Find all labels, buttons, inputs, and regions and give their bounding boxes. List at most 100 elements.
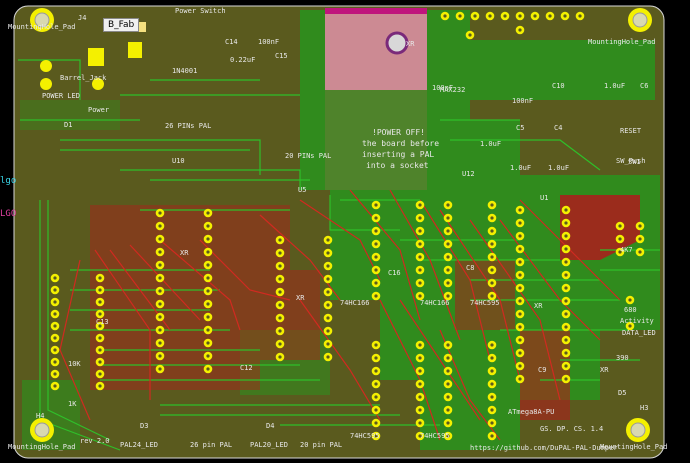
dip-pad-hole [564, 234, 568, 238]
label-u1: U1 [540, 194, 548, 202]
dip-pad-hole [418, 408, 422, 412]
dip-pad-hole [206, 328, 210, 332]
label-100nf-c: 100nF [258, 38, 279, 46]
dip-pad-hole [446, 382, 450, 386]
label-hc595-b: 74HC595 [420, 432, 450, 440]
dip-pad-hole [490, 421, 494, 425]
dip-pad-hole [158, 224, 162, 228]
label-mountinghole-tl: MountingHole_Pad [8, 23, 75, 31]
label-sw1: SW1 [628, 158, 641, 166]
label-d5: D5 [618, 389, 626, 397]
label-d1: D1 [64, 121, 72, 129]
dip-pad-hole [563, 14, 567, 18]
keepout-area [325, 8, 427, 90]
label-xr-a: XR [180, 249, 189, 257]
label-4k7: 4K7 [620, 246, 633, 254]
label-reset: RESET [620, 127, 642, 135]
dip-pad-hole [206, 250, 210, 254]
dip-pad-hole [158, 276, 162, 280]
dip-pad-hole [518, 273, 522, 277]
dip-pad-hole [374, 229, 378, 233]
dip-pad-hole [443, 14, 447, 18]
mounting-hole-tl [30, 8, 54, 32]
label-c6: C6 [640, 82, 648, 90]
label-hc595-a: 74HC595 [350, 432, 380, 440]
label-1uf-d: 1.0uF [548, 164, 569, 172]
dip-pad-hole [533, 14, 537, 18]
mounting-hole-bl [30, 418, 54, 442]
dip-pad-hole [446, 434, 450, 438]
dip-pad-hole [418, 356, 422, 360]
label-sw-push: SW_Push [616, 157, 646, 165]
dip-pad-hole [564, 221, 568, 225]
dip-pad-hole [98, 336, 102, 340]
dip-pad-hole [278, 290, 282, 294]
dip-pad-hole [418, 434, 422, 438]
dip-pad-hole [53, 348, 57, 352]
dip-pad-hole [490, 382, 494, 386]
dip-pad-hole [446, 242, 450, 246]
dip-pad-hole [490, 356, 494, 360]
dip-pad-hole [98, 300, 102, 304]
label-pal26: 26 PINs PAL [165, 122, 211, 130]
dip-pad-hole [518, 234, 522, 238]
dip-pad-hole [490, 242, 494, 246]
dip-pad-hole [374, 434, 378, 438]
dip-pad-hole [446, 421, 450, 425]
dip-pad-hole [518, 325, 522, 329]
label-xr-e: XR [600, 366, 609, 374]
label-h4: H4 [36, 412, 44, 420]
dip-pad-hole [490, 369, 494, 373]
dip-pad-hole [638, 250, 642, 254]
label-100nf-b: 100nF [512, 97, 533, 105]
dip-pad-hole [446, 281, 450, 285]
dip-pad-hole [278, 342, 282, 346]
dip-pad-hole [326, 342, 330, 346]
dip-pad-hole [638, 237, 642, 241]
barrel-hole [385, 31, 409, 55]
label-max232: MAX232 [440, 86, 465, 94]
dip-pad-hole [490, 268, 494, 272]
dip-pad-hole [458, 14, 462, 18]
label-xr-b: XR [296, 294, 305, 302]
dip-pad-hole [490, 395, 494, 399]
label-hc166-a: 74HC166 [340, 299, 370, 307]
label-c15: C15 [275, 52, 288, 60]
mounting-hole-tr [628, 8, 652, 32]
dip-pad-hole [418, 216, 422, 220]
dip-pad-hole [490, 343, 494, 347]
dip-pad-hole [418, 229, 422, 233]
dip-pad-hole [158, 367, 162, 371]
warning-line4: into a socket [366, 161, 429, 170]
label-1uf-c: 1.0uF [510, 164, 531, 172]
label-github: https://github.com/DuPAL-PAL-Dumper [470, 444, 618, 452]
dip-pad-hole [53, 300, 57, 304]
dip-pad-hole [374, 369, 378, 373]
dip-pad-hole [53, 384, 57, 388]
label-barrel: Barrel_Jack [60, 74, 107, 82]
label-pal24-led: PAL24_LED [120, 441, 158, 449]
logo-lgo-b: LGO [0, 209, 16, 219]
dip-pad-hole [518, 338, 522, 342]
copper-pour-back [90, 195, 640, 420]
dip-pad-hole [326, 251, 330, 255]
label-c10: C10 [552, 82, 565, 90]
dip-pad-hole [518, 377, 522, 381]
dip-pad-hole [628, 298, 632, 302]
dip-pad-hole [326, 264, 330, 268]
dip-pad-hole [374, 356, 378, 360]
label-c16: C16 [388, 269, 401, 277]
label-hc595-c: 74HC595 [470, 299, 500, 307]
dip-pad-hole [374, 343, 378, 347]
dip-pad-hole [158, 315, 162, 319]
dip-pad-hole [518, 260, 522, 264]
dip-pad-hole [446, 408, 450, 412]
dip-pad-hole [278, 277, 282, 281]
label-pin20: 20 pin PAL [300, 441, 342, 449]
dip-pad-hole [278, 303, 282, 307]
dip-pad-hole [374, 268, 378, 272]
label-c9: C9 [538, 366, 546, 374]
dip-pad-hole [418, 242, 422, 246]
dip-pad-hole [158, 341, 162, 345]
dip-pad-hole [446, 356, 450, 360]
